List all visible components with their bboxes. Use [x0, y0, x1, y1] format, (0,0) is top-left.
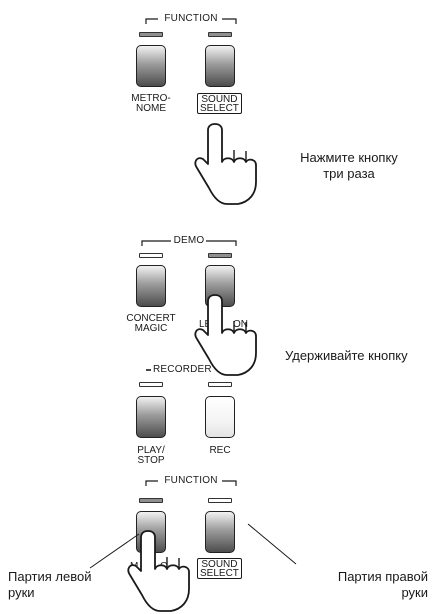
group-label-function-2: FUNCTION: [164, 475, 218, 486]
caption-left-hand-part: Партия левой руки: [8, 569, 92, 600]
lesson-label-right: ON: [233, 319, 248, 330]
led-lesson: [208, 253, 232, 258]
group-label-demo: DEMO: [173, 235, 205, 246]
concert-magic-label: CONCERT MAGIC: [126, 313, 176, 334]
rec-label: REC: [209, 445, 231, 456]
sound-select-label: SOUND SELECT: [197, 93, 242, 114]
sound-select-button-2[interactable]: [205, 511, 235, 553]
led-metronome-2: [139, 498, 163, 503]
caption-right-hand-part: Партия правой руки: [337, 569, 428, 600]
led-sound-select: [208, 32, 232, 37]
concert-magic-button[interactable]: [136, 265, 166, 307]
metronome-button[interactable]: [136, 45, 166, 87]
sound-select-button[interactable]: [205, 45, 235, 87]
led-play-stop: [139, 382, 163, 387]
sound-select-label-2: SOUND SELECT: [197, 558, 242, 579]
group-label-recorder: RECORDER: [153, 364, 212, 375]
play-stop-button[interactable]: [136, 396, 166, 438]
group-label-function: FUNCTION: [164, 13, 218, 24]
metronome-label: METRO- NOME: [131, 93, 171, 114]
led-metronome: [139, 32, 163, 37]
caption-press-three-times: Нажмите кнопку три раза: [300, 150, 398, 181]
caption-hold-button: Удерживайте кнопку: [285, 348, 408, 363]
led-rec: [208, 382, 232, 387]
rec-button[interactable]: [205, 396, 235, 438]
led-concert-magic: [139, 253, 163, 258]
play-stop-label: PLAY/ STOP: [137, 445, 165, 466]
led-sound-select-2: [208, 498, 232, 503]
lesson-label-left: LE: [199, 319, 212, 330]
